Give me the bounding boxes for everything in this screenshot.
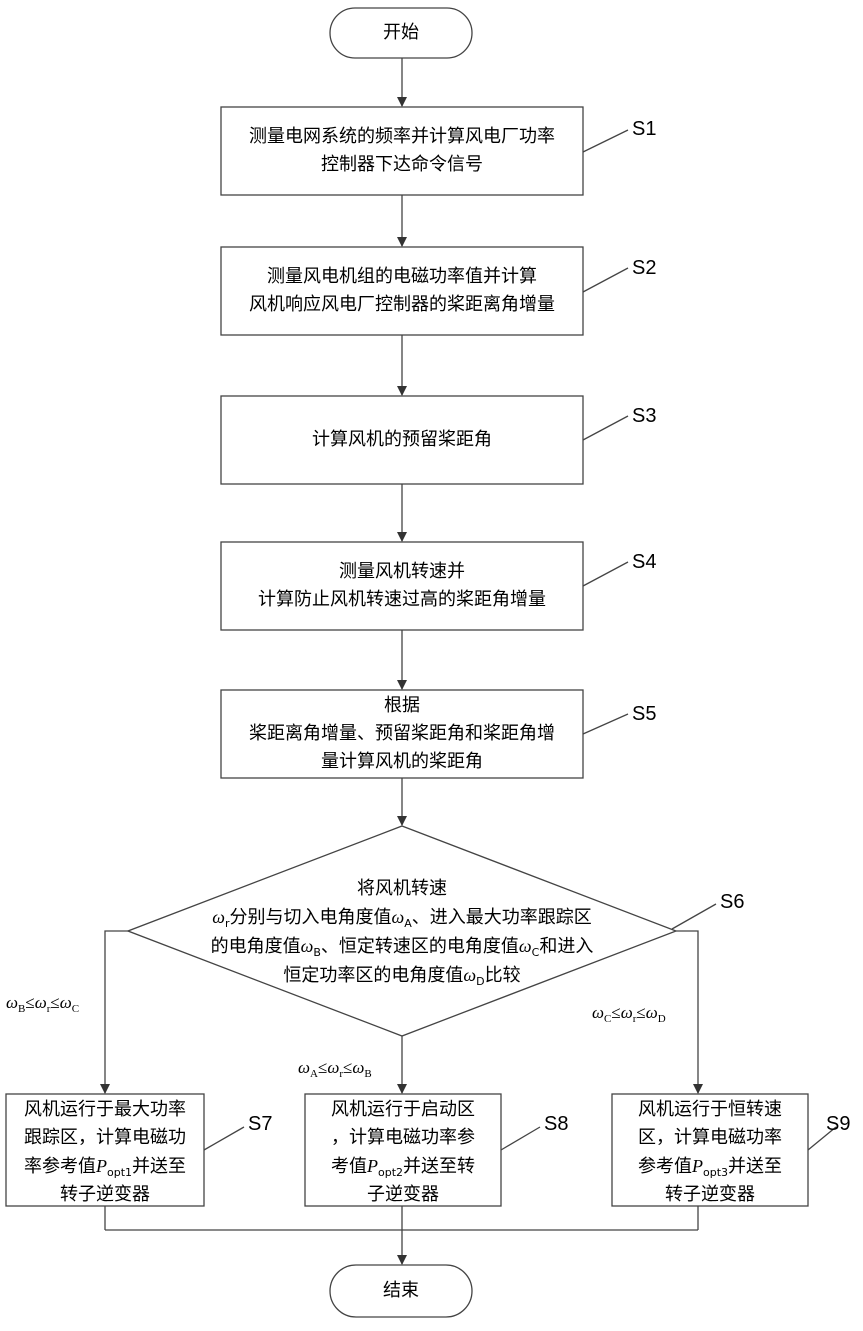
outcome-line: 风机运行于恒转速 (612, 1096, 808, 1124)
step-line: 测量电网系统的频率并计算风电厂功率 (221, 123, 583, 151)
leader-s4 (583, 562, 628, 586)
outcome-line: 跟踪区，计算电磁功 (6, 1124, 204, 1152)
condition-middle: ωA≤ωr≤ωB (298, 1057, 372, 1079)
decision-text: 将风机转速 ωr分别与切入电角度值ωA、进入最大功率跟踪区 的电角度值ωB、恒定… (150, 875, 654, 990)
step-tag-s2: S2 (632, 256, 656, 280)
outcome-line: ，计算电磁功率参 (305, 1124, 501, 1152)
step-text-s4: 测量风机转速并 计算防止风机转速过高的桨距角增量 (221, 558, 583, 614)
outcome-line: 考值Popt2并送至转 (305, 1152, 501, 1181)
decision-tag-s6: S6 (720, 890, 744, 914)
step-text-s5: 根据 桨距离角增量、预留桨距角和桨距角增 量计算风机的桨距角 (221, 692, 583, 776)
leader-s3 (583, 416, 628, 440)
arrow-decision-left (105, 931, 128, 1093)
leader-s5 (583, 714, 628, 734)
step-line: 量计算风机的桨距角 (221, 748, 583, 776)
leader-s8 (501, 1127, 540, 1150)
outcome-text-s7: 风机运行于最大功率 跟踪区，计算电磁功 率参考值Popt1并送至 转子逆变器 (6, 1096, 204, 1209)
outcome-text-s9: 风机运行于恒转速 区，计算电磁功率 参考值Popt3并送至 转子逆变器 (612, 1096, 808, 1209)
decision-line: 恒定功率区的电角度值ωD比较 (150, 961, 654, 990)
step-line: 根据 (221, 692, 583, 720)
decision-line: ωr分别与切入电角度值ωA、进入最大功率跟踪区 (150, 903, 654, 932)
leader-s7 (204, 1127, 244, 1150)
outcome-text-s8: 风机运行于启动区 ，计算电磁功率参 考值Popt2并送至转 子逆变器 (305, 1096, 501, 1209)
step-line: 风机响应风电厂控制器的桨距离角增量 (221, 291, 583, 319)
arrow-decision-right (676, 931, 698, 1093)
end-label: 结束 (330, 1277, 472, 1305)
leader-s6 (672, 904, 716, 929)
step-tag-s4: S4 (632, 550, 656, 574)
leader-s1 (583, 130, 628, 152)
decision-line: 将风机转速 (150, 875, 654, 903)
step-line: 计算风机的预留桨距角 (221, 426, 583, 454)
start-label: 开始 (330, 19, 472, 47)
condition-left: ωB≤ωr≤ωC (6, 992, 79, 1014)
step-text-s1: 测量电网系统的频率并计算风电厂功率 控制器下达命令信号 (221, 123, 583, 179)
outcome-line: 风机运行于最大功率 (6, 1096, 204, 1124)
outcome-tag-s8: S8 (544, 1112, 568, 1136)
step-tag-s1: S1 (632, 117, 656, 141)
step-line: 测量风电机组的电磁功率值并计算 (221, 263, 583, 291)
step-line: 计算防止风机转速过高的桨距角增量 (221, 586, 583, 614)
outcome-line: 率参考值Popt1并送至 (6, 1152, 204, 1181)
step-line: 控制器下达命令信号 (221, 151, 583, 179)
outcome-line: 子逆变器 (305, 1181, 501, 1209)
outcome-tag-s9: S9 (826, 1112, 850, 1136)
step-line: 桨距离角增量、预留桨距角和桨距角增 (221, 720, 583, 748)
outcome-line: 参考值Popt3并送至 (612, 1152, 808, 1181)
step-tag-s3: S3 (632, 404, 656, 428)
outcome-line: 转子逆变器 (612, 1181, 808, 1209)
step-text-s2: 测量风电机组的电磁功率值并计算 风机响应风电厂控制器的桨距离角增量 (221, 263, 583, 319)
step-line: 测量风机转速并 (221, 558, 583, 586)
outcome-line: 转子逆变器 (6, 1181, 204, 1209)
step-text-s3: 计算风机的预留桨距角 (221, 426, 583, 454)
step-tag-s5: S5 (632, 702, 656, 726)
leader-s2 (583, 268, 628, 292)
outcome-tag-s7: S7 (248, 1112, 272, 1136)
decision-line: 的电角度值ωB、恒定转速区的电角度值ωC和进入 (150, 932, 654, 961)
outcome-line: 风机运行于启动区 (305, 1096, 501, 1124)
outcome-line: 区，计算电磁功率 (612, 1124, 808, 1152)
condition-right: ωC≤ωr≤ωD (592, 1002, 666, 1024)
